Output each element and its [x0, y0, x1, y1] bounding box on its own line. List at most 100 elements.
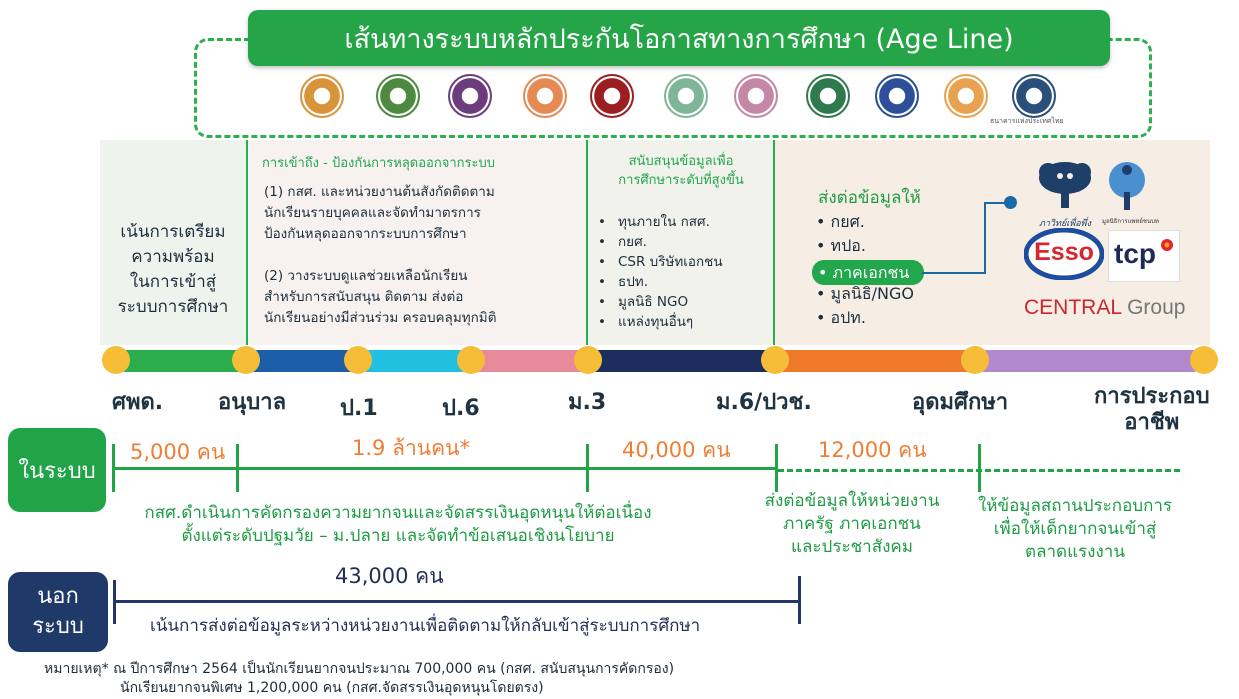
- purple-emblem-icon: [448, 74, 492, 118]
- timeline-segment: [104, 350, 246, 372]
- timeline-tick: [586, 444, 589, 492]
- list-item: ทุนภายใน กสศ.: [598, 212, 723, 232]
- private-sector-highlight: • ภาคเอกชน: [812, 260, 924, 285]
- group-wordmark: Group: [1121, 296, 1186, 319]
- out-of-system-count: 43,000 คน: [335, 564, 444, 588]
- timeline-segment: [470, 350, 588, 372]
- tcp-flower-icon: [1161, 239, 1173, 251]
- access-paragraph-2: (2) วางระบบดูแลช่วยเหลือนักเรียน สำหรับก…: [264, 268, 497, 326]
- support-list: ทุนภายใน กสศ. กยศ. CSR บริษัทเอกชน ธปท. …: [598, 212, 723, 332]
- tcp-logo: tcp: [1108, 230, 1180, 282]
- panel-early-childhood: [100, 140, 246, 345]
- timeline-tick: [112, 444, 115, 492]
- timeline-segment: [588, 350, 775, 372]
- referral-heading: ส่งต่อข้อมูลให้: [818, 188, 921, 208]
- out-of-system-line: [113, 600, 801, 603]
- health-seal-icon: [806, 74, 850, 118]
- rural-doctor-caption: มูลนิธิการแพทย์ชนบท: [1102, 218, 1159, 225]
- access-heading: การเข้าถึง - ป้องกันการหลุดออกจากระบบ: [262, 156, 495, 171]
- footnote-line: หมายเหตุ* ณ ปีการศึกษา 2564 เป็นนักเรียน…: [44, 661, 675, 677]
- rural-doctor-foundation-logo: มูลนิธิการแพทย์ชนบท: [1102, 160, 1159, 225]
- connector-dot: [1004, 196, 1017, 209]
- list-item: มูลนิธิ/NGO: [816, 282, 914, 306]
- count-label: 5,000 คน: [130, 440, 226, 464]
- stage-label: ศพด.: [112, 390, 164, 415]
- list-item: ทปอ.: [816, 234, 914, 258]
- blue-seal-icon: [875, 74, 919, 118]
- timeline-marker-dot: [761, 346, 789, 374]
- list-item: อปท.: [816, 306, 914, 330]
- stage-label-career: การประกอบ อาชีพ: [1094, 384, 1210, 435]
- timeline-segment: [356, 350, 470, 372]
- stage-label: อนุบาล: [218, 390, 287, 415]
- referral-list: กยศ. ทปอ. มูลนิธิ/NGO อปท.: [816, 210, 914, 330]
- tree-logo-caption: ภาวิทย์เพื่อพึ่ง: [1039, 219, 1091, 229]
- panel-divider: [246, 140, 248, 345]
- esso-wordmark: Esso: [1034, 238, 1094, 266]
- orange-seal-icon: [944, 74, 988, 118]
- timeline-tick: [798, 576, 801, 624]
- list-item: กยศ.: [598, 232, 723, 252]
- timeline-marker-dot: [232, 346, 260, 374]
- count-label: 1.9 ล้านคน*: [352, 436, 470, 460]
- gold-emblem-icon: [300, 74, 344, 118]
- stage-label: ม.6/ปวช.: [716, 390, 812, 415]
- timeline-tick: [775, 444, 778, 492]
- red-seal-icon: [590, 74, 634, 118]
- in-system-line: [113, 467, 778, 470]
- connector-line: [984, 202, 1010, 204]
- stage-label: ป.1: [340, 396, 378, 421]
- timeline-marker-dot: [961, 346, 989, 374]
- labor-market-note: ให้ข้อมูลสถานประกอบการ เพื่อให้เด็กยากจน…: [977, 496, 1173, 562]
- connector-line: [984, 202, 986, 274]
- timeline-tick: [978, 444, 981, 492]
- out-of-system-note: เน้นการส่งต่อข้อมูลระหว่างหน่วยงานเพื่อต…: [150, 616, 701, 636]
- footnote-line: นักเรียนยากจนพิเศษ 1,200,000 คน (กสศ.จัด…: [120, 680, 544, 696]
- count-label: 40,000 คน: [622, 438, 731, 462]
- bank-of-thailand-caption: ธนาคารแห่งประเทศไทย: [990, 117, 1064, 125]
- in-system-note: กสศ.ดำเนินการคัดกรองความยากจนและจัดสรรเง…: [144, 503, 652, 546]
- timeline-segment: [775, 350, 975, 372]
- list-item: กยศ.: [816, 210, 914, 234]
- green-circle-emblem-icon: [376, 74, 420, 118]
- panel-divider: [773, 140, 775, 345]
- referral-note: ส่งต่อข้อมูลให้หน่วยงาน ภาครัฐ ภาคเอกชน …: [764, 491, 940, 557]
- central-group-logo: CENTRAL Group: [1024, 296, 1185, 320]
- timeline-segment: [975, 350, 1204, 372]
- esso-logo: Esso: [1023, 227, 1105, 281]
- list-item: CSR บริษัทเอกชน: [598, 252, 723, 272]
- tree-foundation-logo: ภาวิทย์เพื่อพึ่ง เพื่อพัฒนา: [1034, 160, 1096, 239]
- page-title: เส้นทางระบบหลักประกันโอกาสทางการศึกษา (A…: [248, 10, 1110, 66]
- esso-oval-icon: [1023, 227, 1105, 281]
- green-seal-icon: [664, 74, 708, 118]
- count-label: 12,000 คน: [818, 438, 927, 462]
- timeline-marker-dot: [102, 346, 130, 374]
- stage-label: ม.3: [568, 390, 607, 415]
- in-system-tab: ในระบบ: [8, 428, 106, 512]
- pink-seal-icon: [734, 74, 778, 118]
- tree-icon: [1039, 162, 1091, 208]
- timeline-marker-dot: [574, 346, 602, 374]
- timeline-segment: [246, 350, 356, 372]
- timeline-marker-dot: [1190, 346, 1218, 374]
- timeline-marker-dot: [457, 346, 485, 374]
- timeline-tick: [113, 580, 116, 624]
- out-of-system-tab: นอกระบบ: [8, 572, 108, 652]
- orange-circle-emblem-icon: [523, 74, 567, 118]
- stage-label: อุดมศึกษา: [912, 390, 1009, 415]
- stage-label: ป.6: [442, 396, 480, 421]
- blue-tree-icon: [1109, 162, 1145, 210]
- panel-divider: [586, 140, 588, 345]
- tcp-wordmark: tcp: [1114, 238, 1156, 269]
- connector-line: [922, 272, 986, 274]
- access-paragraph-1: (1) กสศ. และหน่วยงานต้นสังกัดติดตาม นักเ…: [264, 184, 495, 242]
- list-item: มูลนิธิ NGO: [598, 292, 723, 312]
- panel-access: [248, 140, 586, 345]
- timeline-marker-dot: [344, 346, 372, 374]
- bank-of-thailand-logo-icon: [1012, 74, 1056, 118]
- timeline-tick: [236, 444, 239, 492]
- list-item: ธปท.: [598, 272, 723, 292]
- early-childhood-text: เน้นการเตรียม ความพร้อม ในการเข้าสู่ ระบ…: [117, 222, 229, 317]
- support-heading: สนับสนุนข้อมูลเพื่อ การศึกษาระดับที่สูงข…: [618, 154, 744, 188]
- list-item: แหล่งทุนอื่นๆ: [598, 312, 723, 332]
